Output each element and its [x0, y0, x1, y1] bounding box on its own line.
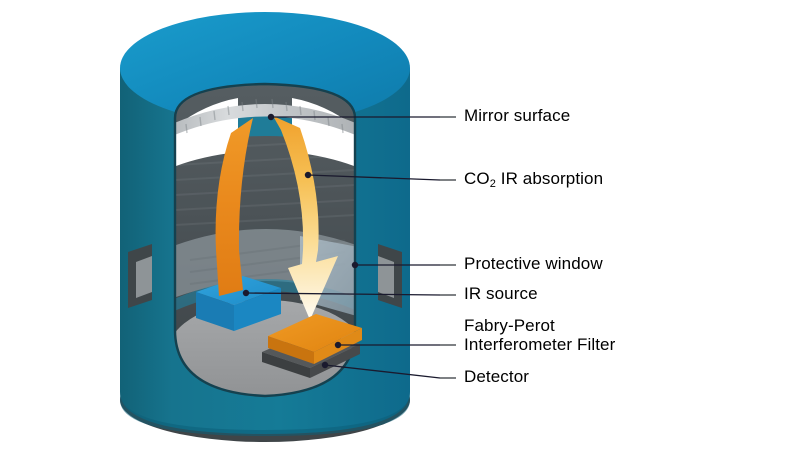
label-ir-source: IR source — [464, 284, 538, 303]
ir-beam-descending-arrow — [273, 116, 338, 320]
label-protective-window: Protective window — [464, 254, 603, 273]
ir-beam-ascending — [215, 118, 253, 296]
detector-front-face — [262, 352, 310, 378]
ir-source-front-face — [196, 292, 234, 331]
label-detector: Detector — [464, 367, 530, 386]
detector-side-face — [310, 344, 360, 378]
cavity-wall-texture — [175, 139, 355, 226]
notch-right-light — [378, 256, 394, 298]
label-mirror-surface: Mirror surface — [464, 106, 571, 125]
anchor-dot-protective-window — [351, 261, 359, 269]
label-co2-ir-absorption-subscript: 2 — [489, 178, 496, 190]
mirror-surface-ribs — [185, 98, 344, 134]
ir-source-side-face — [234, 288, 281, 331]
label-fabry-perot-interferometer-filter-line2: Interferometer Filter — [464, 335, 616, 355]
mirror-surface-band — [175, 104, 355, 136]
anchor-dot-detector — [321, 361, 329, 369]
leader-line-detector — [324, 364, 441, 379]
filter-top-face — [268, 314, 362, 352]
housing-side-notches — [128, 244, 402, 308]
anchor-dot-co2-ir-absorption — [304, 171, 312, 179]
notch-left-light — [136, 256, 152, 298]
leader-line-co2-ir-absorption — [307, 174, 441, 181]
callout-leaders — [242, 113, 456, 379]
anchor-dot-fabry-perot-interferometer-filter — [334, 341, 342, 349]
anchor-dot-mirror-surface — [267, 113, 275, 121]
anchor-dot-ir-source — [242, 289, 250, 297]
label-fabry-perot-interferometer-filter-line1: Fabry-Perot — [464, 316, 555, 335]
leader-line-ir-source — [245, 292, 441, 296]
label-co2-ir-absorption: CO2 IR absorption — [464, 169, 604, 190]
filter-front-face — [268, 336, 314, 364]
